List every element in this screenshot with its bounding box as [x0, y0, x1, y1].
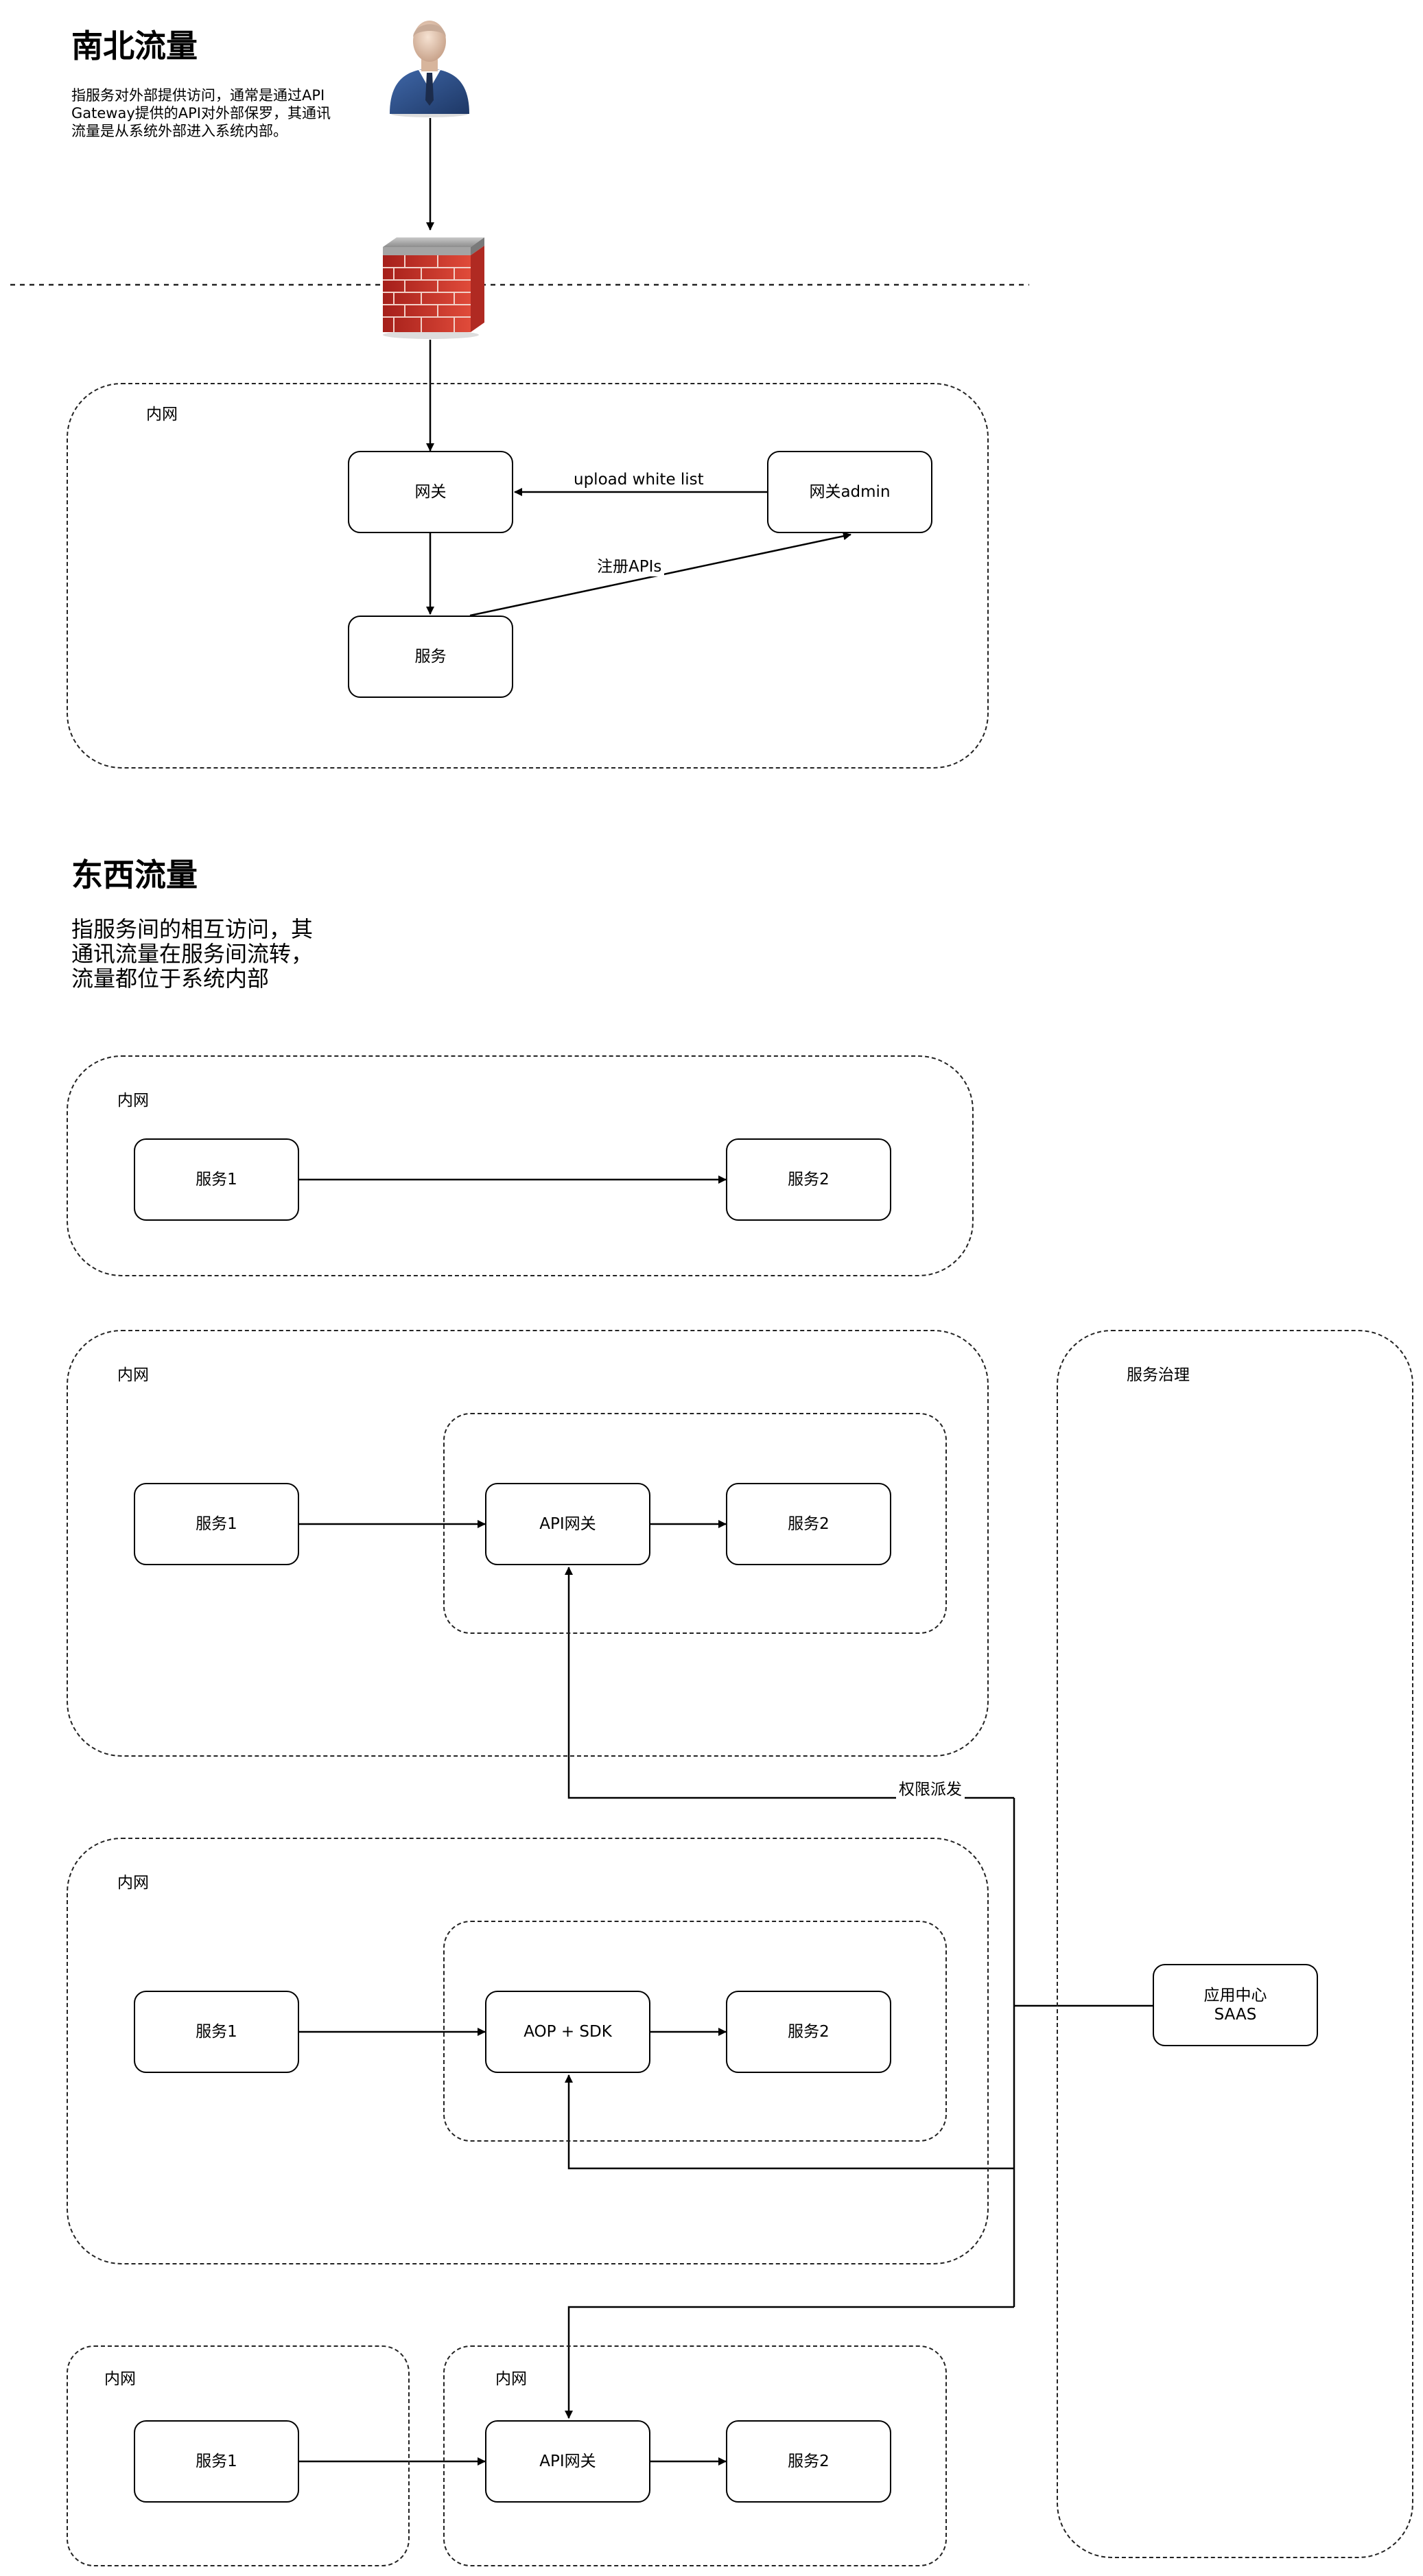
east-west-description: 指服务间的相互访问，其通讯流量在服务间流转，流量都位于系统内部: [71, 916, 314, 992]
scenario1-service1-node[interactable]: 服务1: [134, 1138, 299, 1221]
scenario3-aop-sdk-node[interactable]: AOP + SDK: [485, 1991, 650, 2073]
scenario4-right-intranet-region: [443, 2345, 947, 2566]
user-icon: [384, 12, 475, 118]
scenario4-left-intranet-region: [67, 2345, 410, 2566]
scenario4-api-gateway-node[interactable]: API网关: [485, 2420, 650, 2503]
scenario4-service1-node[interactable]: 服务1: [134, 2420, 299, 2503]
scenario3-service1-node[interactable]: 服务1: [134, 1991, 299, 2073]
scenario1-service2-node[interactable]: 服务2: [726, 1138, 891, 1221]
scenario4-right-region-label: 内网: [495, 2370, 527, 2388]
edge-dispatch-to-s2-gateway: [565, 1567, 1014, 1799]
north-south-title: 南北流量: [71, 27, 198, 65]
scenario2-gateway-group: [443, 1413, 947, 1634]
scenario3-intranet-region: [67, 1838, 989, 2264]
service-governance-region: [1057, 1330, 1413, 2558]
scenario3-sdk-group: [443, 1921, 947, 2142]
scenario3-service2-node[interactable]: 服务2: [726, 1991, 891, 2073]
permission-dispatch-label: 权限派发: [896, 1776, 965, 1799]
scenario4-service2-node[interactable]: 服务2: [726, 2420, 891, 2503]
upload-white-list-label: upload white list: [571, 471, 707, 489]
east-west-title: 东西流量: [71, 856, 198, 893]
north-south-region-label: 内网: [146, 406, 178, 423]
north-south-intranet-region: [67, 383, 989, 769]
register-apis-label: 注册APIs: [594, 553, 665, 576]
scenario4-left-region-label: 内网: [104, 2370, 136, 2388]
scenario1-region-label: 内网: [117, 1092, 149, 1110]
service-governance-label: 服务治理: [1127, 1366, 1190, 1384]
gateway-node[interactable]: 网关: [348, 451, 513, 533]
app-center-label: 应用中心: [1203, 1987, 1267, 2004]
saas-label: SAAS: [1214, 2006, 1257, 2024]
edge-dispatch-to-s3-aop: [565, 2074, 1014, 2170]
firewall-icon: [376, 232, 484, 340]
scenario1-intranet-region: [67, 1055, 974, 1276]
scenario2-region-label: 内网: [117, 1366, 149, 1384]
edge-dispatch-to-s4-gateway: [565, 2306, 1014, 2419]
app-center-saas-node[interactable]: 应用中心 SAAS: [1153, 1964, 1318, 2046]
scenario2-api-gateway-node[interactable]: API网关: [485, 1483, 650, 1565]
gateway-admin-node[interactable]: 网关admin: [767, 451, 932, 533]
north-south-description: 指服务对外部提供访问，通常是通过API Gateway提供的API对外部保罗，其…: [71, 87, 331, 139]
scenario2-service2-node[interactable]: 服务2: [726, 1483, 891, 1565]
scenario2-service1-node[interactable]: 服务1: [134, 1483, 299, 1565]
scenario2-intranet-region: [67, 1330, 989, 1757]
scenario3-region-label: 内网: [117, 1874, 149, 1892]
service-node[interactable]: 服务: [348, 616, 513, 698]
